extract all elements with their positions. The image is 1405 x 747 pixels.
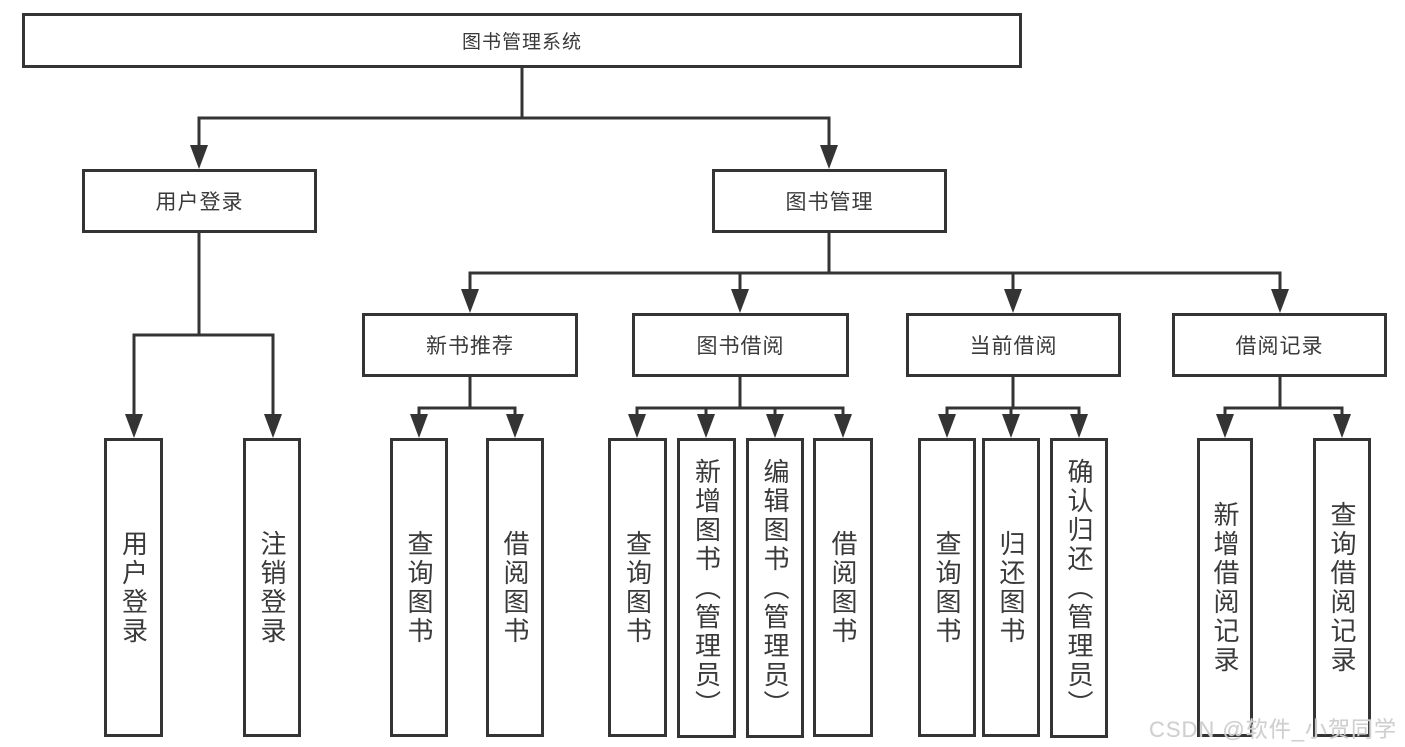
- node-query-books-current: 查询图书: [918, 438, 976, 737]
- arrowhead-icon: [938, 414, 956, 438]
- arrowhead-icon: [1004, 289, 1022, 313]
- node-logout-leaf: 注销登录: [243, 438, 301, 737]
- csdn-watermark: CSDN @软件_小贺同学: [1148, 717, 1397, 742]
- node-logout-leaf-label: 注销登录: [257, 529, 287, 646]
- arrowhead-icon: [697, 414, 715, 438]
- node-query-borrow-record-label: 查询借阅记录: [1327, 500, 1357, 675]
- arrowhead-icon: [1002, 414, 1020, 438]
- arrowhead-icon: [1271, 289, 1289, 313]
- arrowhead-icon: [461, 289, 479, 313]
- node-confirm-return-admin-label: 确认归还（管理员）: [1064, 457, 1094, 719]
- arrowhead-icon: [1216, 414, 1234, 438]
- arrowhead-icon: [766, 414, 784, 438]
- node-add-book-admin: 新增图书（管理员）: [677, 438, 736, 738]
- arrowhead-icon: [1070, 414, 1088, 438]
- node-add-borrow-record-label: 新增借阅记录: [1210, 500, 1240, 675]
- node-current-borrowing: 当前借阅: [906, 313, 1121, 377]
- node-borrow-books-leaf-label: 借阅图书: [828, 529, 858, 646]
- node-current-borrowing-label: 当前借阅: [969, 335, 1058, 358]
- node-user-login-leaf: 用户登录: [104, 438, 163, 737]
- node-return-books-label: 归还图书: [996, 529, 1026, 646]
- arrowhead-icon: [190, 145, 208, 169]
- arrowhead-icon: [264, 414, 282, 438]
- arrowhead-icon: [410, 414, 428, 438]
- arrowhead-icon: [834, 414, 852, 438]
- arrowhead-icon: [820, 145, 838, 169]
- node-user-login-label: 用户登录: [155, 191, 244, 214]
- node-book-management-label: 图书管理: [785, 191, 874, 214]
- node-confirm-return-admin: 确认归还（管理员）: [1050, 438, 1108, 738]
- node-user-login-leaf-label: 用户登录: [118, 529, 149, 646]
- node-add-borrow-record: 新增借阅记录: [1197, 438, 1253, 737]
- node-query-books-recommend: 查询图书: [390, 438, 448, 737]
- arrowhead-icon: [1333, 414, 1351, 438]
- node-book-borrowing-label: 图书借阅: [696, 335, 785, 358]
- arrowhead-icon: [506, 414, 524, 438]
- node-query-books-borrowing-label: 查询图书: [622, 529, 653, 646]
- node-borrowing-records: 借阅记录: [1172, 313, 1387, 377]
- node-user-login: 用户登录: [82, 169, 317, 233]
- node-query-books-recommend-label: 查询图书: [404, 529, 434, 646]
- node-edit-book-admin: 编辑图书（管理员）: [746, 438, 804, 738]
- node-library-management-system: 图书管理系统: [22, 13, 1022, 68]
- node-library-management-system-label: 图书管理系统: [461, 32, 582, 53]
- node-borrow-books-leaf: 借阅图书: [813, 438, 873, 737]
- node-add-book-admin-label: 新增图书（管理员）: [691, 457, 722, 719]
- node-book-borrowing: 图书借阅: [632, 313, 849, 377]
- node-borrowing-records-label: 借阅记录: [1235, 335, 1324, 358]
- node-edit-book-admin-label: 编辑图书（管理员）: [760, 457, 790, 719]
- node-new-book-recommendation-label: 新书推荐: [426, 335, 514, 358]
- node-book-management: 图书管理: [712, 169, 947, 233]
- node-query-books-borrowing: 查询图书: [608, 438, 667, 737]
- node-borrow-books-recommend: 借阅图书: [486, 438, 544, 737]
- arrowhead-icon: [731, 289, 749, 313]
- node-query-borrow-record: 查询借阅记录: [1313, 438, 1371, 737]
- node-query-books-current-label: 查询图书: [932, 529, 962, 646]
- node-borrow-books-recommend-label: 借阅图书: [500, 529, 530, 646]
- node-return-books: 归还图书: [982, 438, 1040, 737]
- arrowhead-icon: [628, 414, 646, 438]
- node-new-book-recommendation: 新书推荐: [362, 313, 578, 377]
- arrowhead-icon: [125, 414, 143, 438]
